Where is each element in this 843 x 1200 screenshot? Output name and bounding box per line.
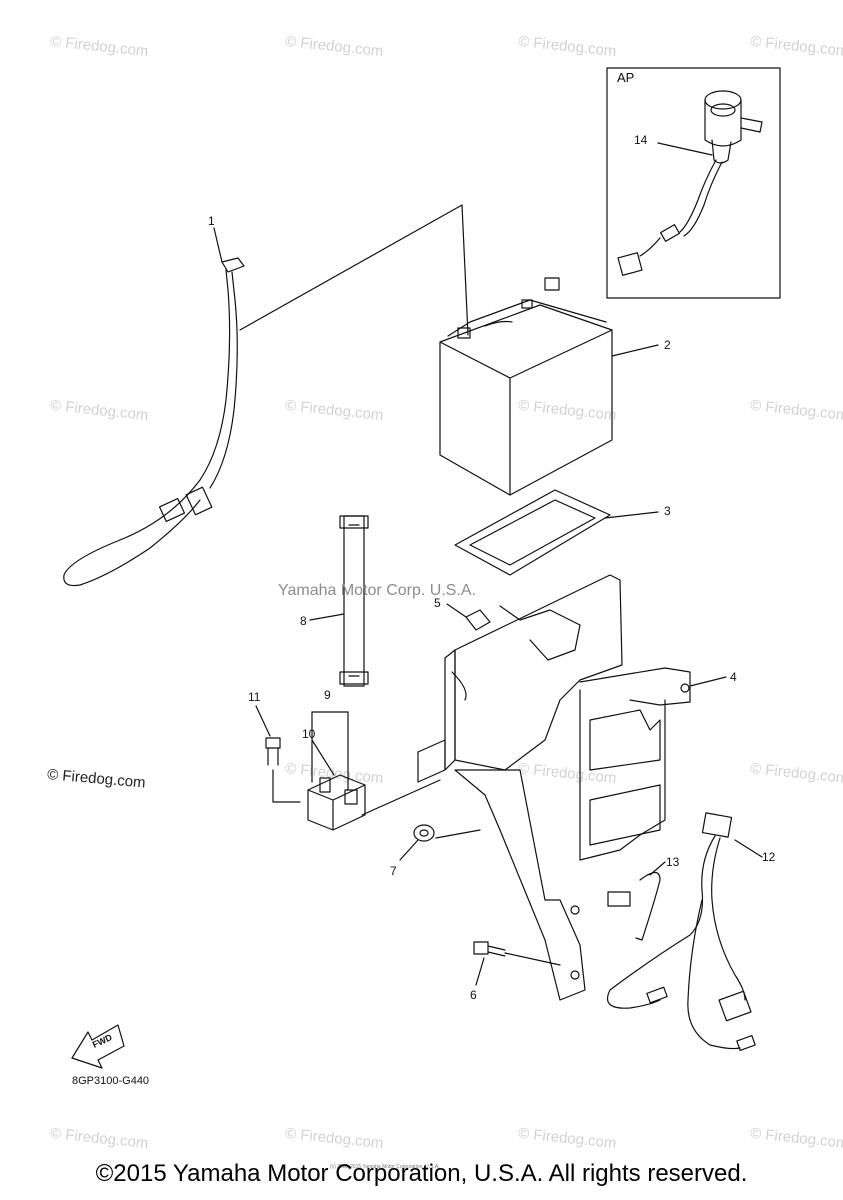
callout-4: 4 xyxy=(730,670,737,684)
part-6-bolt xyxy=(473,941,561,986)
part-14-socket xyxy=(617,90,763,276)
callout-12: 12 xyxy=(762,850,776,864)
fwd-arrow-icon xyxy=(71,1024,125,1069)
part-8-band xyxy=(309,515,369,687)
part-4-bracket xyxy=(417,574,727,1001)
part-9-relay xyxy=(307,711,441,831)
callout-11: 11 xyxy=(248,690,261,704)
part-1-cable xyxy=(63,204,469,587)
callout-5: 5 xyxy=(434,596,441,610)
part-12-harness xyxy=(606,812,763,1052)
callout-6: 6 xyxy=(470,988,477,1002)
callout-1: 1 xyxy=(208,214,215,228)
callout-7: 7 xyxy=(390,864,397,878)
callout-3: 3 xyxy=(664,504,671,518)
inset-label: AP xyxy=(617,70,635,85)
callout-10: 10 xyxy=(302,727,316,741)
callout-9: 9 xyxy=(324,688,331,702)
callout-8: 8 xyxy=(300,614,307,628)
callout-2: 2 xyxy=(664,338,671,352)
part-3-pad xyxy=(454,489,659,576)
center-watermark: Yamaha Motor Corp. U.S.A. xyxy=(278,582,476,599)
footer-copyright: ©2015 Yamaha Motor Corporation, U.S.A. A… xyxy=(95,1160,748,1187)
inset-frame xyxy=(606,67,781,299)
callout-13: 13 xyxy=(666,855,680,869)
part-5-cushion xyxy=(446,603,581,661)
part-13-clip xyxy=(607,861,666,941)
part-11-bolt xyxy=(255,705,301,803)
part-7-nut xyxy=(399,824,481,861)
tiny-print: (c) 2005-2015 Yamaha Motor Corporation, … xyxy=(330,1164,440,1170)
part-2-battery xyxy=(439,277,659,496)
callout-14: 14 xyxy=(634,133,648,147)
part-code: 8GP3100-G440 xyxy=(72,1075,150,1087)
